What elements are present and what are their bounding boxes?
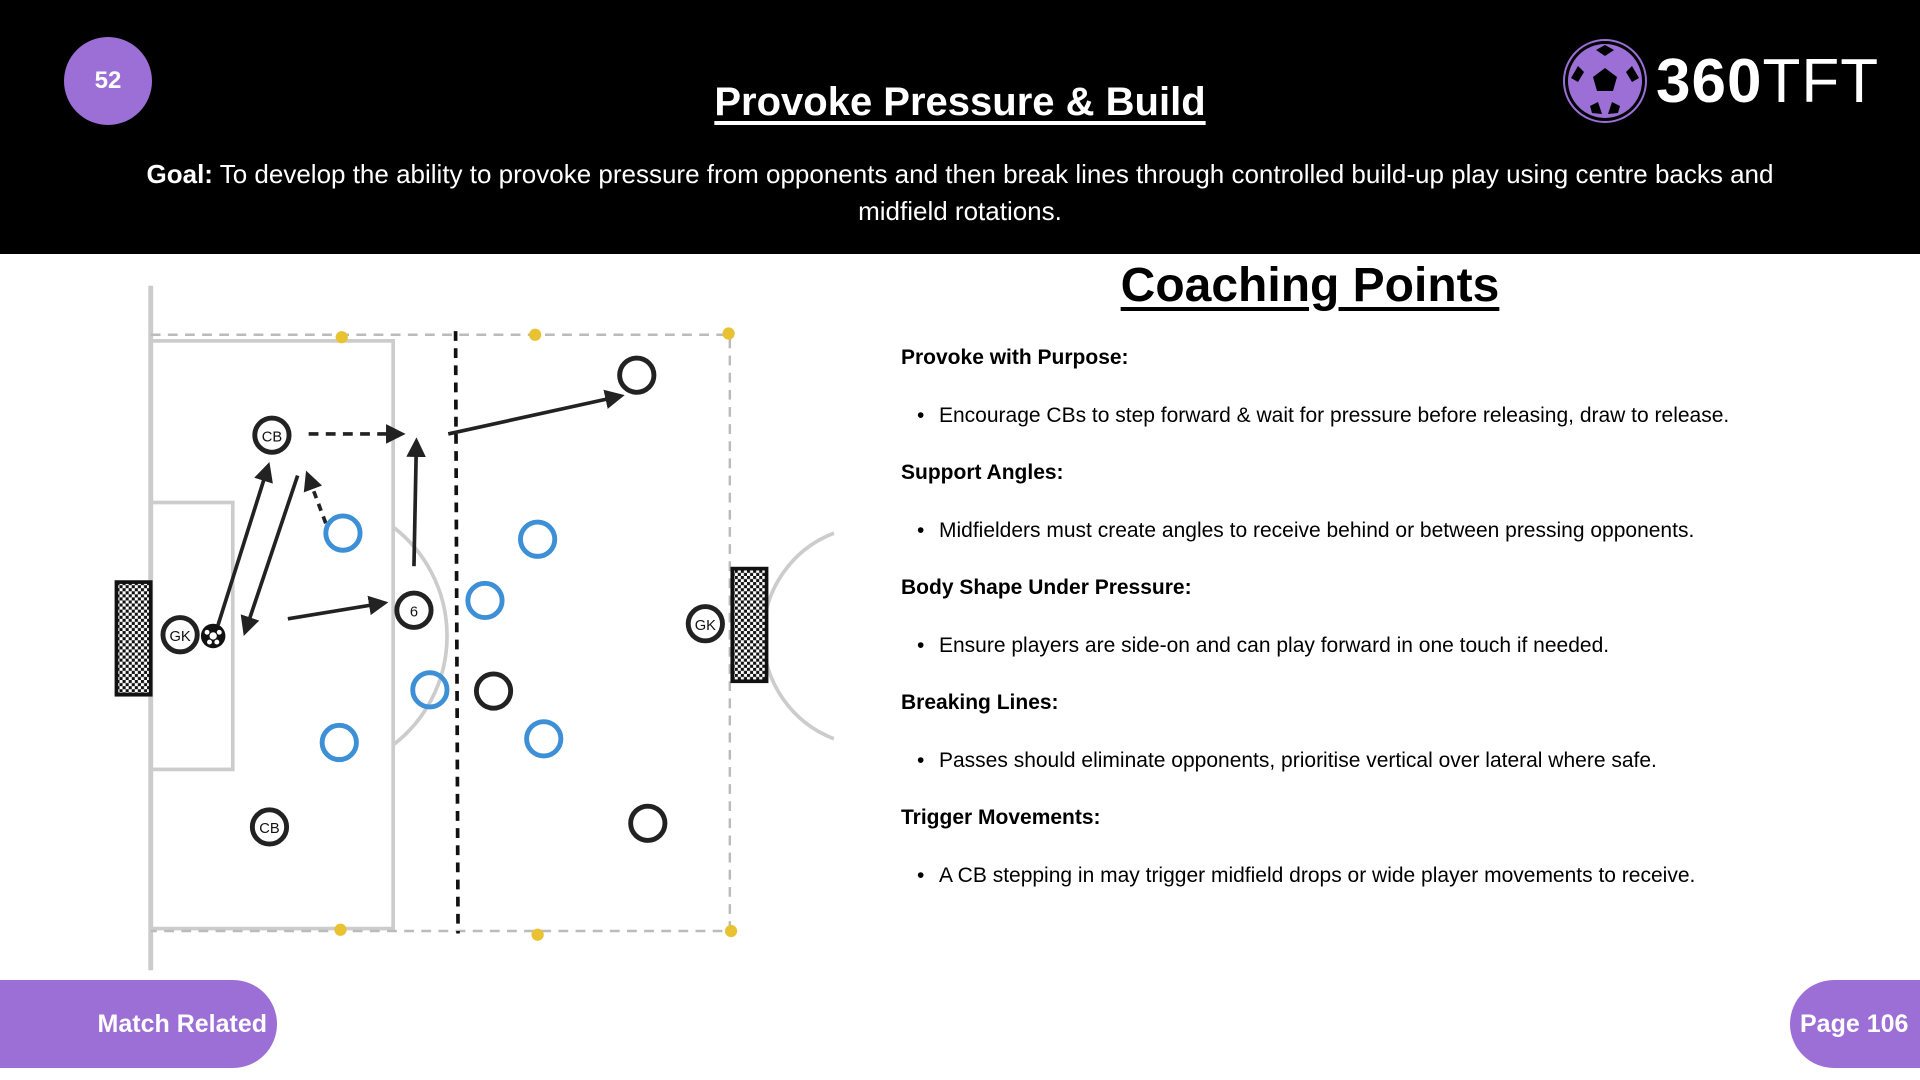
labelled-players: CB CB 6 GK GK: [160, 415, 725, 847]
six-label: 6: [410, 604, 418, 620]
section-heading: Body Shape Under Pressure:: [901, 576, 1192, 599]
page-title: Provoke Pressure & Build: [714, 80, 1206, 124]
gk-label: GK: [695, 618, 716, 634]
ball-icon: [200, 623, 226, 649]
category-tag: Match Related: [0, 980, 277, 1068]
header-bar: 52 Provoke Pressure & Build 360TFT Goal:…: [0, 0, 1920, 254]
left-goal: [114, 580, 153, 697]
goal-statement: Goal: To develop the ability to provoke …: [146, 159, 1774, 226]
opponent-players: [473, 355, 668, 843]
bullet-item: Passes should eliminate opponents, prior…: [901, 745, 1741, 776]
blue-players: [319, 513, 564, 763]
bullet-item: Ensure players are side-on and can play …: [901, 630, 1741, 661]
slide-number-badge: 52: [64, 37, 152, 125]
right-goal: [730, 566, 769, 684]
brand-name: 360TFT: [1656, 46, 1880, 116]
gk-label: GK: [169, 629, 190, 645]
pass-arrows: [216, 389, 625, 636]
section-heading: Provoke with Purpose:: [901, 346, 1129, 369]
brand-logo: 360TFT: [1562, 38, 1879, 124]
bullet-item: Encourage CBs to step forward & wait for…: [901, 400, 1741, 431]
cb-label: CB: [259, 821, 280, 837]
bullet-item: Midfielders must create angles to receiv…: [901, 515, 1741, 546]
tactics-diagram: CB CB 6 GK GK: [114, 285, 835, 971]
coaching-points-list: Provoke with Purpose: Encourage CBs to s…: [901, 346, 1741, 921]
bullet-item: A CB stepping in may trigger midfield dr…: [901, 860, 1741, 891]
soccer-ball-icon: [1563, 39, 1647, 123]
cones: [334, 327, 738, 941]
section-heading: Trigger Movements:: [901, 806, 1101, 829]
section-heading: Support Angles:: [901, 461, 1064, 484]
cb-label: CB: [262, 429, 283, 445]
section-heading: Breaking Lines:: [901, 691, 1059, 714]
coaching-points-title: Coaching Points: [1120, 259, 1500, 312]
page-number: Page 106: [1790, 980, 1920, 1068]
